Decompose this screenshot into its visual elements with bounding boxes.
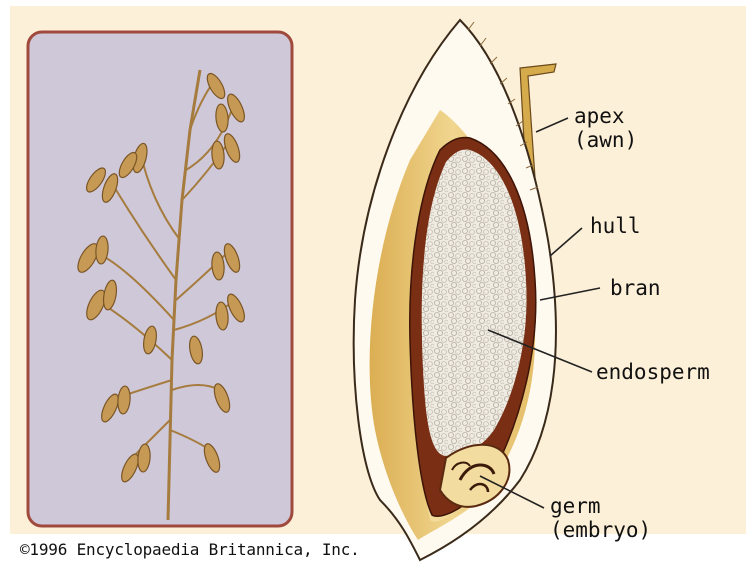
label-awn: (awn) [574, 128, 637, 152]
label-bran: bran [610, 276, 661, 300]
label-hull: hull [590, 214, 641, 238]
copyright-notice: ©1996 Encyclopaedia Britannica, Inc. [20, 540, 360, 559]
label-germ: germ [550, 494, 601, 518]
oat-plant-illustration [28, 32, 292, 526]
label-endosperm: endosperm [596, 360, 710, 384]
label-embryo: (embryo) [550, 518, 651, 542]
label-apex: apex [574, 104, 625, 128]
